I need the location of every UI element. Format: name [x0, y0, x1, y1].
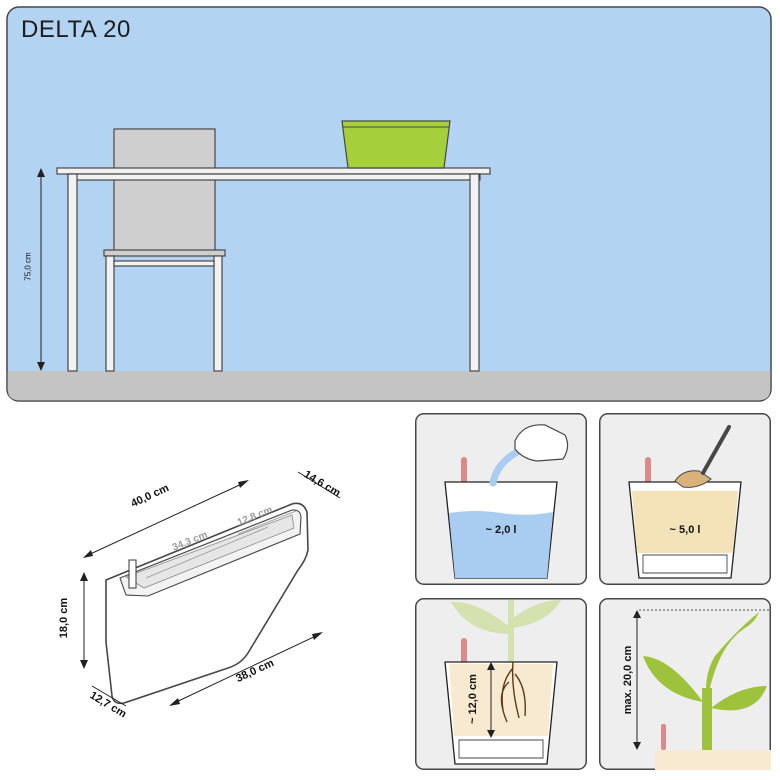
leaf-left — [451, 601, 511, 634]
indicator — [461, 638, 467, 668]
pot-top — [655, 750, 771, 770]
chair-seat — [103, 249, 226, 257]
chair-rail — [113, 260, 215, 267]
plant-height-label: max. 20,0 cm — [622, 645, 634, 715]
reservoir-insert — [642, 554, 728, 574]
table-height-label: 75,0 cm — [23, 252, 33, 281]
floor — [7, 371, 771, 401]
leaf-top — [706, 612, 759, 702]
top-length-line — [85, 481, 247, 557]
scoop-icon — [674, 470, 712, 488]
table-apron — [67, 173, 481, 181]
plant-height-illustration — [599, 598, 771, 770]
bottom-width-line — [91, 685, 127, 707]
water-volume-label: ~ 2,0 l — [485, 524, 517, 536]
planter-on-table — [341, 120, 451, 169]
roots — [500, 661, 526, 723]
top-width-line — [297, 471, 341, 499]
product-title: DELTA 20 — [21, 16, 131, 43]
room-illustration — [6, 6, 772, 402]
planter-diagram: 40,0 cm 14,6 cm 34,3 cm 12,8 cm 18,0 cm … — [58, 460, 370, 730]
panel-plant-height: max. 20,0 cm — [599, 598, 771, 770]
leaf-left — [643, 656, 703, 702]
watering-can-icon — [514, 424, 569, 462]
chair-leg-right — [213, 255, 223, 372]
water-level-indicator — [128, 559, 137, 589]
chair-leg-left — [105, 255, 115, 372]
leaf-right — [711, 686, 767, 711]
root-depth-label: ~ 12,0 cm — [467, 674, 479, 724]
planter-body — [105, 502, 309, 705]
table-top — [56, 167, 491, 175]
indicator — [461, 457, 467, 487]
height-label: 18,0 cm — [58, 597, 70, 639]
room-scene: DELTA 20 75,0 cm — [6, 6, 772, 402]
indicator — [661, 724, 666, 750]
substrate-volume-label: ~ 5,0 l — [669, 524, 701, 536]
water-fill — [449, 511, 553, 578]
leaf-right — [511, 600, 561, 628]
table-leg-left — [67, 173, 78, 372]
reservoir-insert — [458, 739, 544, 759]
table-leg-right — [469, 173, 480, 372]
bottom-length-line — [171, 633, 321, 705]
substrate-fill — [632, 491, 738, 553]
planter-diagram-svg — [80, 471, 341, 707]
chair-back — [113, 128, 216, 253]
panel-water: ~ 2,0 l — [415, 413, 587, 585]
roots-illustration — [415, 598, 587, 770]
wall — [6, 6, 772, 402]
panel-substrate: ~ 5,0 l — [599, 413, 771, 585]
water-illustration — [415, 413, 587, 585]
indicator — [645, 457, 651, 487]
panel-roots: ~ 12,0 cm — [415, 598, 587, 770]
inner-width-line — [237, 510, 297, 535]
substrate-illustration — [599, 413, 771, 585]
inner-length-line — [145, 526, 269, 579]
